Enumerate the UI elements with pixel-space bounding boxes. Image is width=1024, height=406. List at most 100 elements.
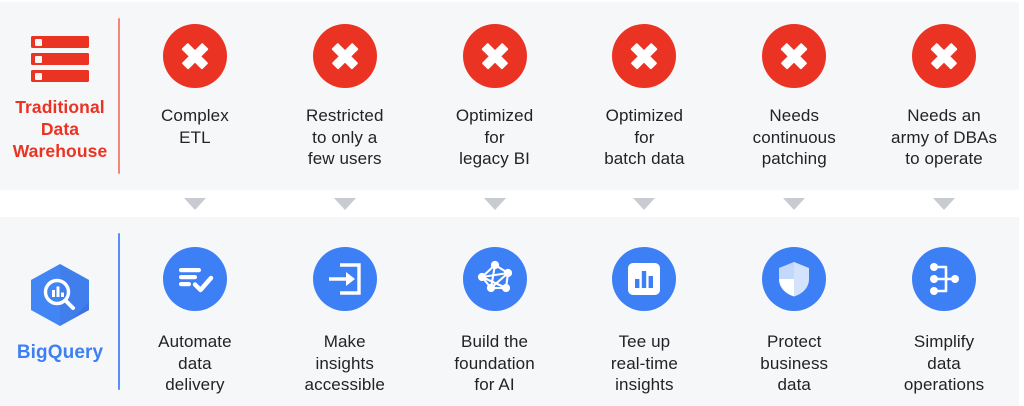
x-circle-icon <box>311 24 379 92</box>
chevron-down-icon <box>933 197 956 210</box>
items-bigquery: Automate data delivery <box>120 217 1019 406</box>
brand-label-line: Warehouse <box>12 141 108 162</box>
checklist-icon <box>162 247 227 311</box>
item-tee-up-real-time-insights: Tee up real-time insights <box>569 217 719 396</box>
item-protect-business-data: Protect business data <box>719 217 869 396</box>
item-label-line: insights <box>315 353 374 373</box>
brand-label-line: Traditional <box>15 97 105 117</box>
brand-label-traditional-data-warehouse: Traditional Data Warehouse <box>13 96 108 162</box>
x-circle-icon <box>910 24 978 92</box>
item-complex-etl: Complex ETL <box>120 2 270 148</box>
login-arrow-icon <box>312 247 377 311</box>
brand-label-line: BigQuery <box>16 342 104 363</box>
item-label-line: data <box>777 375 811 395</box>
database-stack-icon <box>31 36 89 82</box>
item-automate-data-delivery: Automate data delivery <box>120 217 270 396</box>
item-build-the-foundation-for-ai: Build the foundation for AI <box>420 217 570 396</box>
item-simplify-data-operations: Simplify data operations <box>869 217 1019 396</box>
item-label-line: operations <box>903 375 985 395</box>
item-label-line: real-time <box>610 353 678 373</box>
item-label-line: Needs an <box>907 106 981 125</box>
chevron-down-icon <box>333 197 356 210</box>
item-label-line: Make <box>323 332 366 351</box>
item-label-line: Complex <box>161 106 229 125</box>
bar-chart-icon <box>612 247 677 311</box>
chevron-down-icon <box>633 197 656 210</box>
item-optimized-for-legacy-bi: Optimized for legacy BI <box>420 2 570 170</box>
item-label-line: Needs <box>769 106 820 125</box>
arrow-cell <box>270 197 420 210</box>
chevron-down-icon <box>483 197 506 210</box>
item-label: Optimized for legacy BI <box>452 105 537 170</box>
arrow-cell <box>569 197 719 210</box>
item-label: Restricted to only a few users <box>302 105 388 170</box>
x-circle-icon <box>161 24 229 92</box>
x-circle-icon <box>760 24 828 92</box>
row-bigquery: BigQuery Automa <box>0 217 1019 406</box>
item-label-line: delivery <box>165 375 225 395</box>
row-divider-blue <box>118 233 120 390</box>
item-label: Automate data delivery <box>154 331 236 396</box>
arrow-cell <box>420 197 570 210</box>
item-label-line: Restricted <box>305 106 384 125</box>
item-label-line: Optimized <box>455 106 534 125</box>
network-graph-icon <box>462 247 527 311</box>
item-label-line: patching <box>761 149 827 169</box>
item-label-line: for <box>634 127 655 147</box>
item-label: Optimized for batch data <box>600 105 688 170</box>
item-label-line: data <box>927 353 961 373</box>
item-label-line: insights <box>615 375 674 395</box>
item-label-line: Simplify <box>913 332 975 351</box>
brand-traditional-data-warehouse: Traditional Data Warehouse <box>0 2 120 190</box>
item-label-line: to only a <box>312 127 378 147</box>
item-label: Needs continuous patching <box>749 105 840 170</box>
arrow-cell <box>120 197 270 210</box>
item-label-line: army of DBAs <box>891 127 998 147</box>
chevron-down-icon <box>783 197 806 210</box>
item-label-line: Optimized <box>605 106 684 125</box>
item-label: Protect business data <box>756 331 832 396</box>
item-label-line: Protect <box>766 332 822 351</box>
item-label-line: ETL <box>179 127 211 147</box>
item-label-line: batch data <box>604 149 685 169</box>
row-traditional-data-warehouse: Traditional Data Warehouse Complex ETL R… <box>0 2 1019 190</box>
item-label: Tee up real-time insights <box>607 331 682 396</box>
item-label-line: accessible <box>304 375 385 395</box>
item-label-line: for <box>484 127 505 147</box>
item-label: Simplify data operations <box>900 331 988 396</box>
item-label: Build the foundation for AI <box>450 331 538 396</box>
chevron-down-icon <box>183 197 206 210</box>
brand-label-line: Data <box>40 119 80 140</box>
item-label-line: for AI <box>474 375 515 395</box>
shield-icon <box>762 247 827 311</box>
item-label: Complex ETL <box>157 105 233 148</box>
items-traditional-data-warehouse: Complex ETL Restricted to only a few use… <box>120 2 1019 190</box>
item-restricted-to-only-a-few-users: Restricted to only a few users <box>270 2 420 170</box>
item-label: Make insights accessible <box>301 331 389 396</box>
item-needs-continuous-patching: Needs continuous patching <box>719 2 869 170</box>
item-label-line: few users <box>307 149 382 169</box>
item-label-line: Tee up <box>618 332 671 351</box>
item-label-line: to operate <box>905 149 983 169</box>
item-label-line: continuous <box>752 127 836 147</box>
workflow-nodes-icon <box>912 247 977 311</box>
item-label-line: Automate <box>158 332 232 351</box>
item-make-insights-accessible: Make insights accessible <box>270 217 420 396</box>
item-needs-an-army-of-dbas-to-operate: Needs an army of DBAs to operate <box>869 2 1019 170</box>
arrow-cell <box>869 197 1019 210</box>
brand-label-bigquery: BigQuery <box>17 341 103 365</box>
item-label: Needs an army of DBAs to operate <box>887 105 1001 170</box>
item-label-line: business <box>760 353 829 373</box>
row-divider-red <box>118 18 120 174</box>
item-label-line: foundation <box>454 353 535 373</box>
arrow-row <box>120 190 1019 217</box>
item-label-line: legacy BI <box>459 149 530 169</box>
bigquery-hexagon-logo <box>31 264 89 326</box>
item-optimized-for-batch-data: Optimized for batch data <box>569 2 719 170</box>
arrow-cell <box>719 197 869 210</box>
x-circle-icon <box>461 24 529 92</box>
brand-bigquery: BigQuery <box>0 217 120 406</box>
item-label-line: data <box>178 353 212 373</box>
x-circle-icon <box>610 24 678 92</box>
